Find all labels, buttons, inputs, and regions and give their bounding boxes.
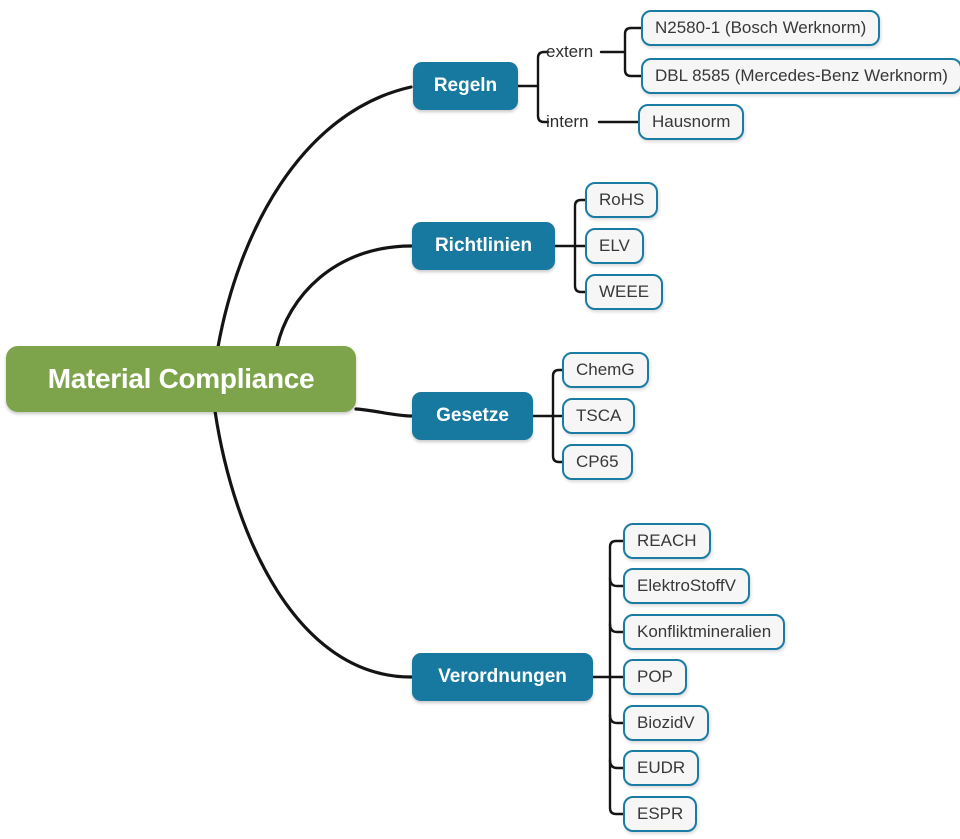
leaf-biozidv[interactable]: BiozidV	[623, 705, 709, 741]
leaf-elektrostoffv[interactable]: ElektroStoffV	[623, 568, 750, 604]
node-verordnungen[interactable]: Verordnungen	[412, 653, 593, 701]
group-label-intern[interactable]: intern	[546, 112, 589, 131]
leaf-eudr[interactable]: EUDR	[623, 750, 700, 786]
leaf-pop[interactable]: POP	[623, 659, 687, 695]
leaf-chemg[interactable]: ChemG	[562, 352, 649, 388]
node-gesetze[interactable]: Gesetze	[412, 392, 533, 440]
child-connectors	[516, 26, 643, 816]
leaf-dbl-8585-mercedes-benz-werknorm[interactable]: DBL 8585 (Mercedes-Benz Werknorm)	[641, 58, 960, 94]
node-regeln[interactable]: Regeln	[413, 62, 518, 110]
group-label-extern[interactable]: extern	[546, 42, 594, 61]
root-branch-curves	[213, 85, 413, 679]
leaf-weee[interactable]: WEEE	[585, 274, 664, 310]
leaf-hausnorm[interactable]: Hausnorm	[638, 104, 745, 140]
leaf-konfliktmineralien[interactable]: Konfliktmineralien	[623, 614, 786, 650]
leaf-elv[interactable]: ELV	[585, 228, 644, 264]
leaf-reach[interactable]: REACH	[623, 523, 711, 559]
node-richtlinien[interactable]: Richtlinien	[412, 222, 555, 270]
leaf-tsca[interactable]: TSCA	[562, 398, 636, 434]
leaf-rohs[interactable]: RoHS	[585, 182, 659, 218]
node-root[interactable]: Material Compliance	[6, 346, 356, 412]
leaf-espr[interactable]: ESPR	[623, 796, 698, 832]
leaf-n2580-1-bosch-werknorm[interactable]: N2580-1 (Bosch Werknorm)	[641, 10, 881, 46]
leaf-cp65[interactable]: CP65	[562, 444, 633, 480]
